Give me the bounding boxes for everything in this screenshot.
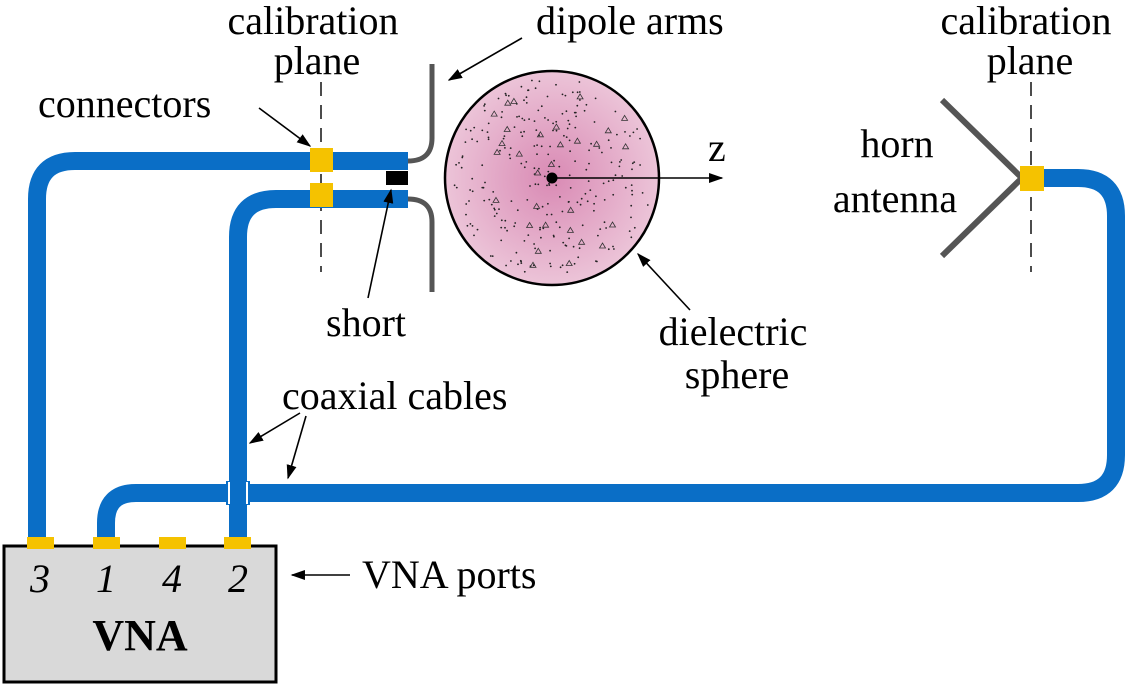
- coaxial-cable-pointer-1: [248, 412, 301, 444]
- dipole-arms-pointer: [447, 37, 523, 81]
- dielectric-sphere-label-line1: dielectric: [659, 309, 808, 354]
- short-label: short: [326, 300, 406, 345]
- vna-port-label-4: 4: [162, 556, 182, 601]
- vna-label: VNA: [92, 611, 188, 660]
- vna-port-label-3: 3: [29, 556, 50, 601]
- calibration-plane-right-label-line2: plane: [987, 38, 1074, 83]
- calibration-plane-left-label-line2: plane: [274, 38, 361, 83]
- dielectric-sphere-pointer: [637, 252, 691, 311]
- vna-port-connector-2: [224, 537, 251, 549]
- coaxial-cable-pointer-2: [286, 415, 307, 480]
- connector-upper: [310, 148, 333, 172]
- vna-port-connector-4: [159, 537, 186, 549]
- dielectric-sphere-label-line2: sphere: [685, 352, 789, 397]
- dipole-arms-label: dipole arms: [536, 0, 724, 43]
- connector-horn: [1020, 166, 1044, 191]
- short-pointer: [367, 188, 394, 299]
- connectors-label: connectors: [38, 81, 211, 126]
- sphere-center-dot: [546, 172, 558, 184]
- vna-port-connector-1: [93, 537, 120, 549]
- horn-antenna-label-line2: antenna: [833, 176, 958, 221]
- vna-ports-label: VNA ports: [362, 552, 536, 597]
- vna-box: [2, 544, 278, 684]
- cable-port2: [229, 190, 408, 540]
- vna-port-label-2: 2: [228, 556, 248, 601]
- short-block: [386, 171, 408, 185]
- vna-port-connector-3: [27, 537, 54, 549]
- z-axis-label: z: [708, 125, 726, 170]
- calibration-plane-right-label-line1: calibration: [940, 0, 1111, 43]
- connector-lower: [310, 183, 333, 207]
- connectors-pointer: [258, 107, 312, 147]
- dipole-arm-lower: [407, 196, 435, 292]
- dipole-arm-upper: [407, 64, 435, 164]
- coaxial-cables-label: coaxial cables: [282, 373, 507, 418]
- cable-port3: [28, 152, 408, 540]
- calibration-plane-left-label-line1: calibration: [227, 0, 398, 43]
- horn-antenna-label-line1: horn: [860, 121, 933, 166]
- vna-port-label-1: 1: [96, 556, 116, 601]
- cable-port1: [97, 169, 1125, 540]
